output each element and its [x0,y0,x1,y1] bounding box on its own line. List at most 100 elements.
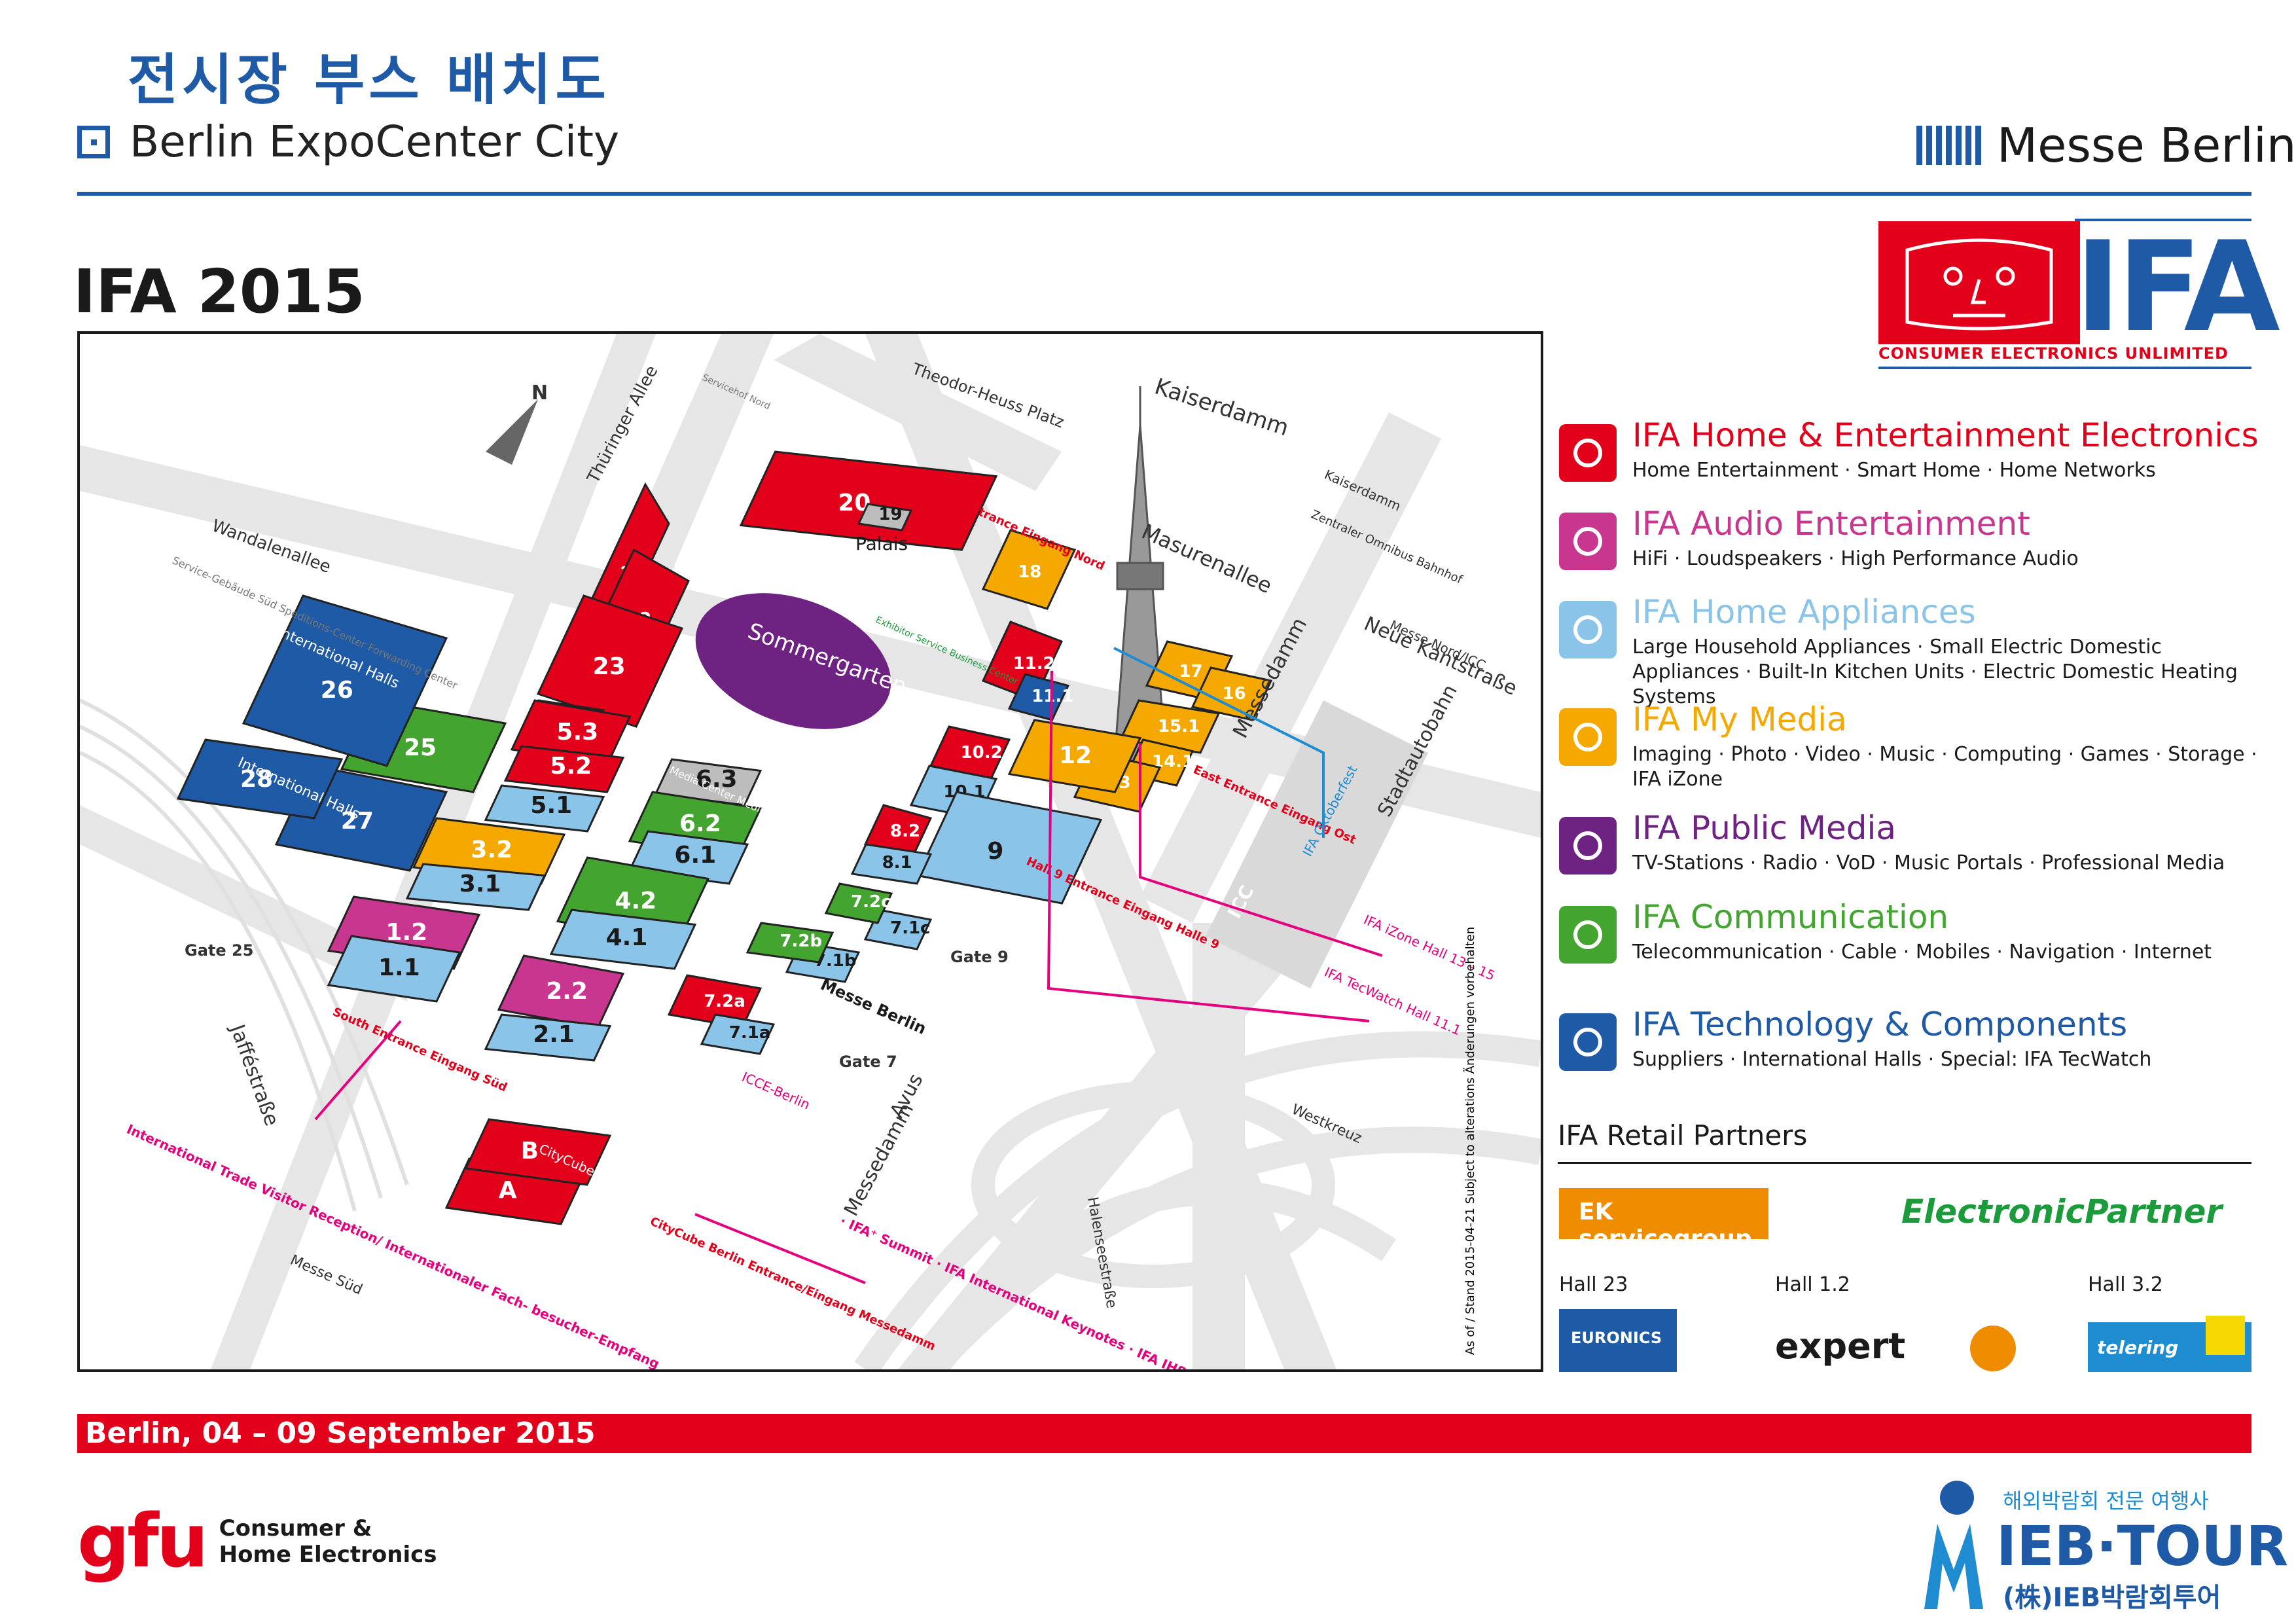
category-name: IFA Public Media [1632,809,1897,847]
north-arrow-icon [486,399,538,465]
electronicpartner-logo: ElectronicPartner [1901,1193,2223,1231]
telering-iq-icon [2206,1316,2245,1355]
category-desc: TV-Stations · Radio · VoD · Music Portal… [1632,852,2225,875]
date-bar: Berlin, 04 – 09 September 2015 [77,1414,2251,1453]
ifa-wordmark: IFA [2075,215,2280,359]
eye-icon [1559,424,1617,482]
gate-25-label: Gate 25 [185,941,253,960]
hall-3-1[interactable] [405,863,547,911]
ek-name: EK servicegroup [1579,1199,1752,1252]
hall-label-6-2: 6.2 [679,810,721,837]
messe-sued-label: Messe Süd [288,1252,365,1299]
agency-name: IEB·TOUR [1996,1514,2289,1578]
street-kaiserdamm: Kaiserdamm [1151,374,1292,442]
hall-5-2[interactable] [503,745,625,793]
gate-7-label: Gate 7 [839,1053,897,1071]
stamp-line-1: As of / Stand 2015-04-21 Subject to alte… [1463,927,1477,1355]
hall-label-18: 18 [1018,562,1041,582]
ieb-tour-logo: 해외박람회 전문 여행사 IEB·TOUR (株)IEB박람회투어 [1918,1478,2288,1613]
hall-28[interactable] [176,738,344,820]
tecwatch-label: IFA TecWatch Hall 11.1 [1322,964,1463,1039]
hall-B[interactable] [464,1118,612,1186]
ifa-tagline: CONSUMER ELECTRONICS UNLIMITED [1878,344,2229,363]
hall-7-2b[interactable] [745,922,834,964]
hall-label-5-2: 5.2 [550,753,592,780]
hall-label-2-1: 2.1 [533,1021,575,1048]
gfu-text: Consumer & Home Electronics [219,1515,437,1568]
hall-label-7-2a: 7.2a [704,992,745,1011]
retail-heading: IFA Retail Partners [1558,1119,1808,1151]
category-name: IFA Audio Entertainment [1632,505,2030,543]
icce-label: ICCE-Berlin [740,1069,812,1113]
hall-1-1[interactable] [327,935,461,1003]
hall-label-16: 16 [1223,684,1246,704]
hall-label-6-1: 6.1 [674,842,716,869]
hall-label-7-1a: 7.1a [729,1023,771,1043]
palais-label: Palais [855,533,908,554]
category-name: IFA My Media [1632,700,1847,738]
hall-label-8-1: 8.1 [882,853,912,873]
telering-logo: telering [2088,1316,2251,1372]
category-desc: Telecommunication · Cable · Mobiles · Na… [1632,941,2212,964]
hall-label-4-2: 4.2 [615,888,656,914]
hall-label-28: 28 [240,766,273,793]
expert-hall: Hall 1.2 [1775,1273,1850,1296]
hall-label-3-2: 3.2 [471,837,512,863]
hall-label-4-1: 4.1 [606,924,648,951]
hall-label-11-2: 11.2 [1013,654,1055,674]
telering-name: telering [2097,1337,2179,1358]
expert-star-icon [1970,1326,2016,1371]
category-name: IFA Home & Entertainment Electronics [1632,416,2259,454]
euronics-hall: Hall 23 [1559,1273,1628,1296]
north-label: N [531,382,548,405]
hall-8-1[interactable] [850,843,933,885]
euronics-name: EURONICS [1571,1329,1662,1347]
hall-19[interactable] [857,503,913,532]
hall-label-7-1c: 7.1c [890,918,930,938]
street-jaffestrasse: Jafféstraße [225,1020,283,1129]
category-desc: Home Entertainment · Smart Home · Home N… [1632,459,2156,482]
event-title: IFA 2015 [73,257,365,327]
hall-label-7-2c: 7.2c [851,892,891,912]
signal-icon [1559,906,1617,964]
hall-label-3-1: 3.1 [459,871,501,897]
hall-16[interactable] [1191,666,1273,721]
hall-7-1c[interactable] [863,909,933,950]
hall-label-7-2b: 7.2b [780,931,822,951]
messe-bars-icon [1916,126,1981,165]
category-desc: Large Household Appliances · Small Elect… [1632,636,2238,708]
hall-9[interactable] [916,791,1103,905]
header-rule [77,192,2251,196]
hall-12[interactable] [1007,719,1142,793]
hall-label-5-1: 5.1 [530,792,572,819]
broadcast-icon [1559,817,1617,875]
category-desc: HiFi · Loudspeakers · High Performance A… [1632,547,2079,570]
ifa-logo: IFA CONSUMER ELECTRONICS UNLIMITED [1878,215,2280,370]
street-messedamm-2: Messedamm [840,1100,918,1220]
category-name: IFA Home Appliances [1632,593,1976,631]
hall-7-2c[interactable] [824,882,893,924]
hall-label-19: 19 [878,505,902,524]
venue-logo: Berlin ExpoCenter City [77,117,619,167]
hall-26[interactable] [242,594,448,767]
hall-label-9: 9 [987,838,1003,865]
hall-20[interactable] [739,450,998,551]
hall-18[interactable] [981,529,1077,610]
hall-label-23: 23 [593,653,626,680]
hall-7-1a[interactable] [700,1013,776,1055]
hall-2-1[interactable] [484,1013,612,1062]
messe-berlin-admin-label: Messe Berlin [818,975,929,1038]
hall-23[interactable] [536,594,684,728]
hall-label-17: 17 [1179,662,1202,681]
retail-rule [1558,1162,2251,1164]
hall-5-1[interactable] [484,784,605,833]
hall-4-1[interactable] [549,909,697,970]
map-canvas: N Sommergarten 2021222324252627281918171… [80,334,1541,1369]
hall-label-15-1: 15.1 [1158,717,1200,736]
